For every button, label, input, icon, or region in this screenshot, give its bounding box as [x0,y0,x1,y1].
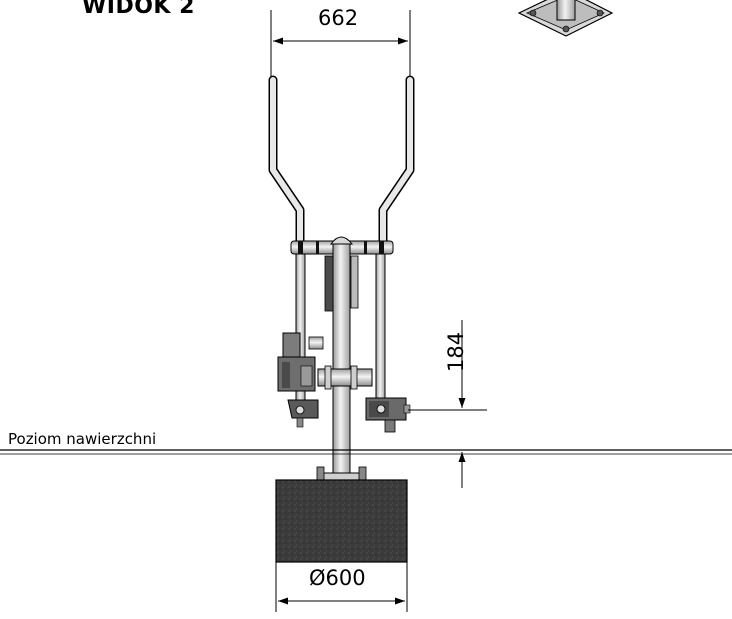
left-handle [268,75,305,253]
view-title: WIDOK 2 [82,0,195,19]
right-foot-assembly [365,397,411,433]
dimension-foundation-diameter [275,562,408,612]
right-handle [378,75,415,253]
dimension-label-foundation-diameter: Ø600 [309,566,366,590]
dimension-label-handle-width: 662 [318,6,359,30]
dimension-label-foot-height: 184 [444,331,468,372]
ground-level-line [0,449,732,455]
concrete-foundation [275,479,408,563]
dimension-handle-width [270,10,411,78]
base-plate-detail [517,0,614,37]
ground-level-label: Poziom nawierzchni [8,430,157,448]
left-foot-assembly [277,332,319,428]
dimension-foot-height [408,320,487,488]
main-post [324,236,359,479]
lower-joint [308,336,373,390]
right-arm [375,249,386,403]
